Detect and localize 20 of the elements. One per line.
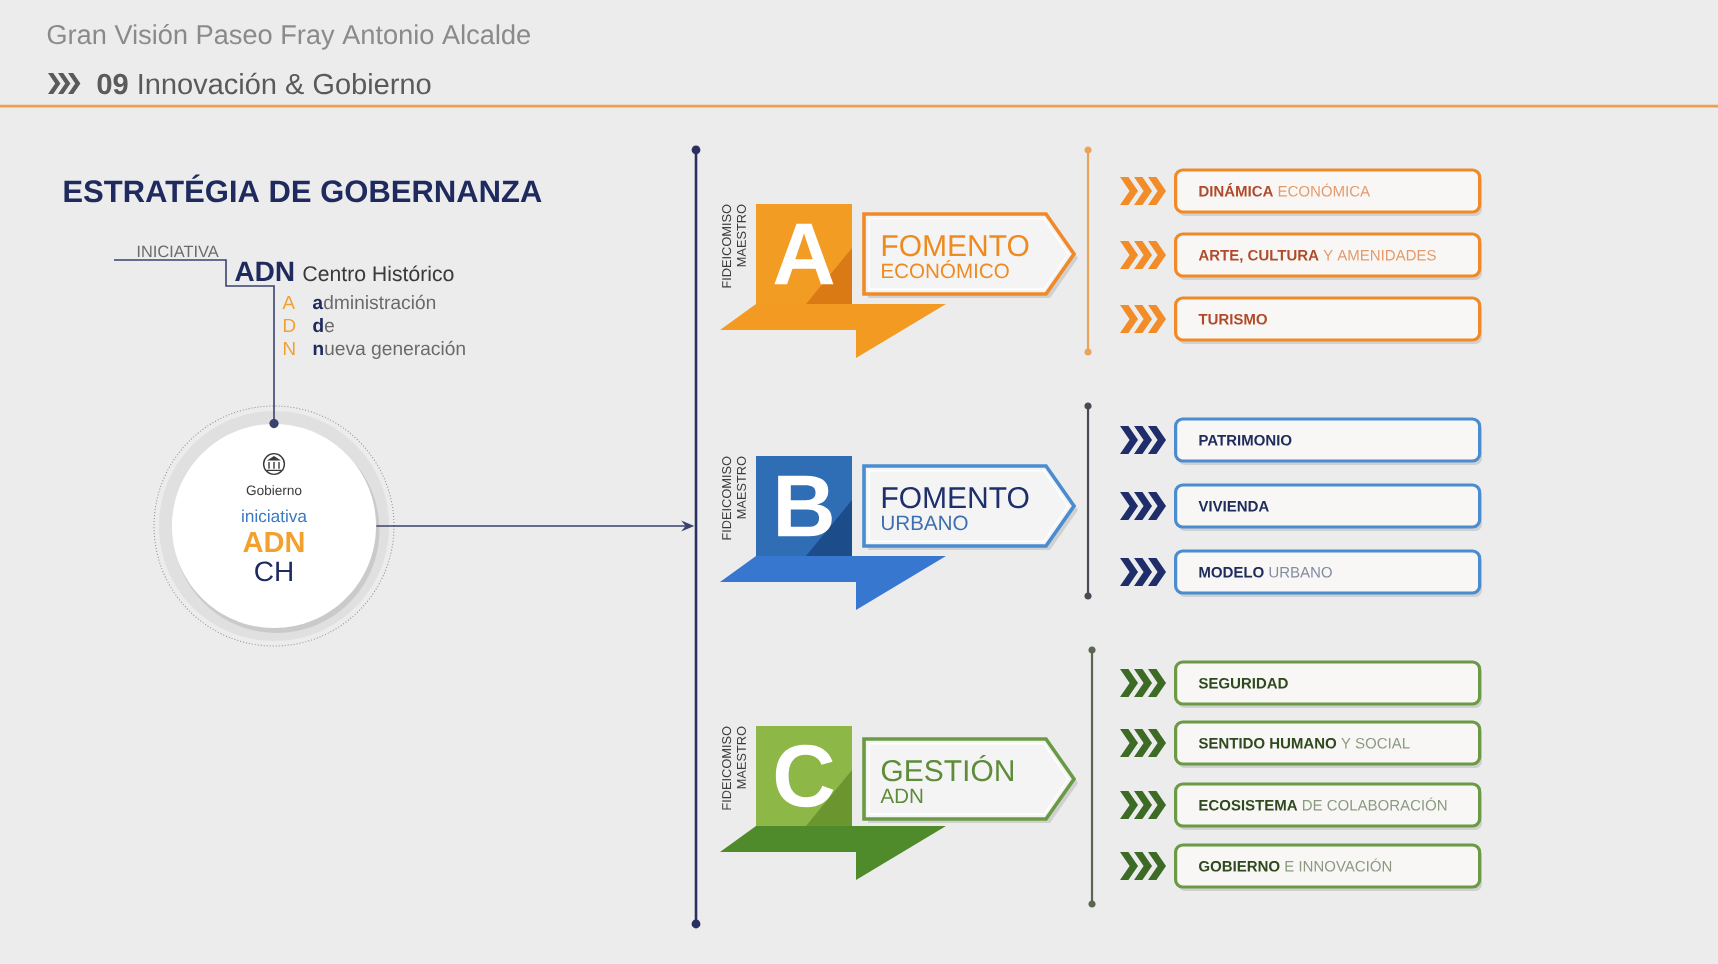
acronym: CH [255, 561, 292, 582]
timeline-bar [691, 145, 701, 929]
expansion-text: de [313, 318, 334, 333]
acronym: ADN [243, 532, 304, 552]
initial-letter: N [283, 341, 295, 355]
initial-letter: A [282, 295, 296, 309]
arrow-box: FOMENTO URBANO [862, 464, 1078, 550]
expansion-text: nueva generación [313, 340, 465, 359]
caption: Centro Histórico [303, 265, 454, 282]
expansion-text: administración [312, 294, 436, 310]
arrow-box: FOMENTO ECONÓMICO [862, 212, 1078, 298]
caption: INICIATIVA [137, 245, 219, 258]
connector-line [113, 259, 275, 425]
tagline: iniciativa [242, 509, 307, 523]
arrow-box: GESTIÓN ADN [862, 737, 1078, 823]
section-subtitle: 09 Innovación & Gobierno [97, 72, 431, 95]
acronym: ADN [235, 261, 294, 281]
diagram-heading: ESTRATÉGIA DE GOBERNANZA [64, 174, 542, 203]
page-title: Gran Visión Paseo Fray Antonio Alcalde [47, 24, 530, 50]
initial-letter: D [283, 318, 296, 332]
